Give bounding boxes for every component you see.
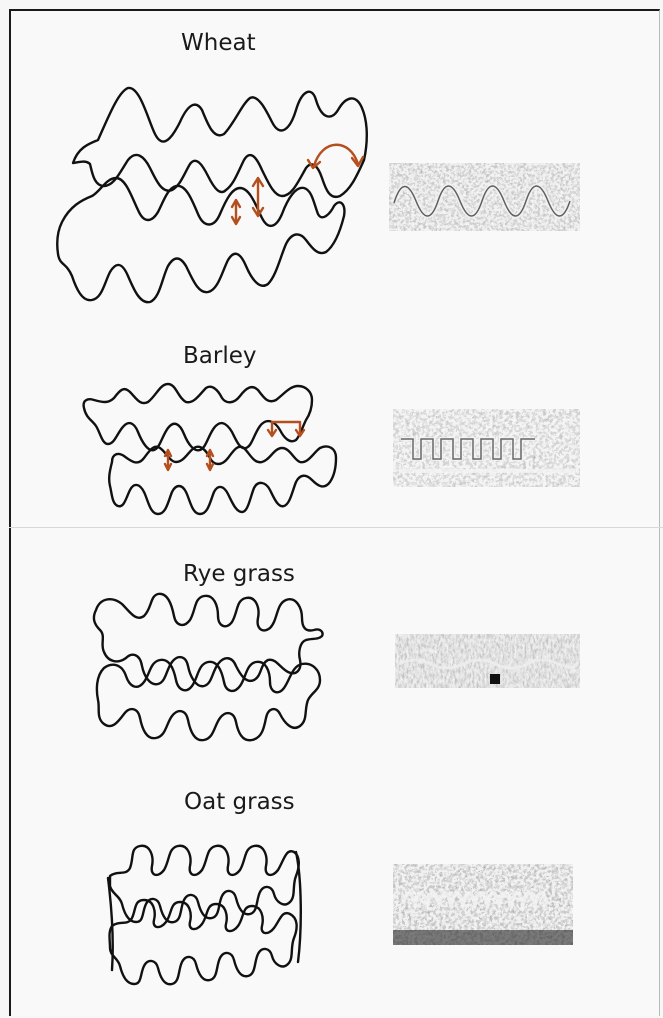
- barley-cell-outline-lower: [109, 446, 336, 514]
- wheat-cell-outline-lower: [57, 178, 344, 302]
- barley-cell-outline-upper: [84, 384, 312, 450]
- oat-cell-outline-right-wall: [296, 852, 301, 962]
- oat-cell-outline-upper: [110, 846, 299, 922]
- wheat-cell-outline-upper: [73, 88, 367, 197]
- rye-cell-outline-upper: [94, 594, 323, 686]
